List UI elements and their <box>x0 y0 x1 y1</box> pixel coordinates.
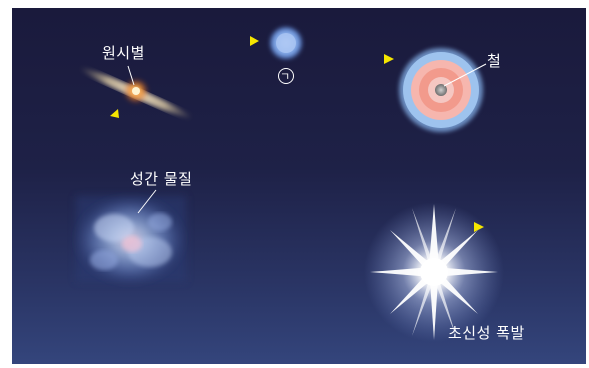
nebula-illustration <box>74 189 186 285</box>
label-supernova: 초신성 폭발 <box>448 324 525 342</box>
blue-star-illustration <box>269 26 303 60</box>
iron-core-star-illustration <box>399 48 487 132</box>
unknown-marker-circle <box>278 68 294 84</box>
arrow-to-protostar <box>110 109 119 118</box>
label-interstellar-matter: 성간 물질 <box>130 170 193 188</box>
arrow-to-blue-star <box>250 36 259 46</box>
diagram-graphics <box>74 26 504 342</box>
lifecycle-diagram-panel: 원시별 ㄱ 철 성간 물질 초신성 폭발 <box>12 8 586 364</box>
cycle-arrows <box>110 36 484 232</box>
iron-leader-line <box>443 63 487 87</box>
label-unknown-marker: ㄱ <box>280 70 291 83</box>
nebula-leader-line <box>137 189 157 214</box>
protostar-leader-line <box>127 65 135 86</box>
label-protostar: 원시별 <box>102 44 145 62</box>
label-iron: 철 <box>487 52 502 70</box>
arrow-to-supernova <box>474 222 484 232</box>
supernova-illustration <box>364 202 504 342</box>
protostar-illustration <box>79 65 193 119</box>
arrow-to-iron-star <box>384 54 394 64</box>
